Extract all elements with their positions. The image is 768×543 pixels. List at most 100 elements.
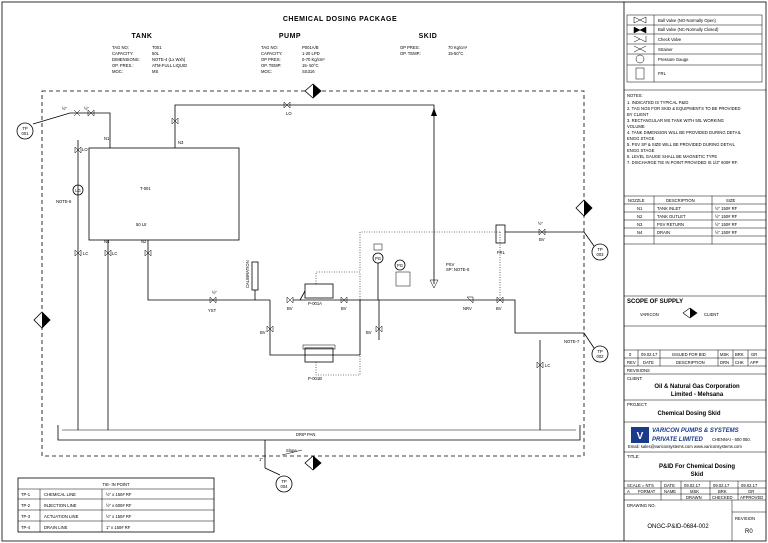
frl-icon [635,67,645,80]
revisions-label: REVISIONS [627,368,650,373]
client-label: CLIENT: [627,376,643,381]
note-line: 6. LEVEL GAUGE SHALL BE MAGNETIC TYPE [627,154,717,159]
tiein-cell: TP-3 [21,514,31,519]
ball-valve-icon [375,325,383,333]
legend-label: FRL [658,71,667,76]
note-line: BY CLIENT [627,112,649,117]
meta-cell: DRAWN [686,495,702,500]
pipe-size-label: ½" [538,221,543,226]
meta-cell: DATE [664,483,675,488]
note-line: 3. RECTANGULAR MS TANK WITH 50L WORKING [627,118,724,123]
pg-label: PG [397,263,403,268]
project-label: PROJECT: [627,402,647,407]
frl-label: FRL [497,250,506,255]
valve-bv-label: BV [341,306,347,311]
note-line: 1. INDICATED IS TYPICAL P&ID [627,100,688,105]
nozzle-cell: DRAIN [657,230,670,235]
note-line: 7. DISCHARGE TIE IN POINT PROVIDED IS 1/… [627,160,738,165]
scope-header: SCOPE OF SUPPLY [627,299,683,305]
drip-pan-label: DRIP PAN [296,432,315,437]
skid-header: SKID [419,33,438,40]
ball-valve-icon [144,249,152,257]
drawing-revision: R0 [745,529,753,535]
company-logo-letter: V [637,431,644,442]
drawing-number-label: DRAWING NO. [627,503,656,508]
nozzle-cell: ½" 150# RF [715,222,738,227]
legend-label: Ball Valve (NO-Normally Open) [658,18,716,23]
company-name-2: PRIVATE LIMITED [652,437,703,443]
ball-valve-icon [104,249,112,257]
strainer-icon [633,45,647,53]
scope-of-supply: SCOPE OF SUPPLY VARICON CLIENT [624,295,766,327]
meta-cell: CHECKED [712,495,732,500]
ball-valve-icon [340,296,348,304]
nozzle-cell: N3 [637,222,643,227]
pump-p001a [304,283,334,299]
pump-b-label: P-001B [308,376,322,381]
valve-lo-label: LO [286,111,292,116]
ball-valve-open-icon [633,16,647,24]
pump-spec-label: OP. TEMP: [261,63,282,68]
valve-bv-label: BV [539,237,545,242]
notes-section: NOTES: 1. INDICATED IS TYPICAL P&ID 2. T… [627,93,742,165]
note-line: VOLUME [627,124,645,129]
tank-spec-label: DIMENSIONS: [112,57,140,62]
tiein-cell: DRAIN LINE [44,525,68,530]
tank-spec-label: TAG NO: [112,45,129,50]
title-label: TITLE: [627,454,640,459]
injection-line [360,299,584,334]
valve-bv-label: BV [496,306,502,311]
rev-cell: MSK [720,352,729,357]
level-gauge-label: LG [75,188,81,193]
valve-lc-label: LC [545,363,550,368]
nozzle-cell: TANK OUTLET [657,214,686,219]
pulsation-dampener [373,243,383,251]
meta-cell: 09.02.17 [713,483,730,488]
psv-label: PSV [446,262,455,267]
notes-header: NOTES: [627,93,643,98]
tiein-cell: ½" x 600# RF [106,503,132,508]
svg-text:TP: TP [597,247,603,252]
skid-spec-label: OP. TEMP.: [400,51,421,56]
pipe-size-label: ½" [62,106,67,111]
nozzle-n1-label: N1 [104,136,110,141]
svg-text:003: 003 [597,252,605,257]
pump-a-label: P-001A [308,301,322,306]
drain-outlet-line [264,440,281,476]
tank-spec-value: NOTE-4 (Lx Wxh) [152,57,186,62]
tp-003-marker: TP 003 [591,243,609,261]
skid-spec-label: OP PRES: [400,45,420,50]
psv-return-line [174,104,435,284]
rev-cell: 09.02.17 [641,352,658,357]
rev-header: CHK [735,360,744,365]
svg-text:004: 004 [281,484,289,489]
nozzle-table: NOZZLE DESCRIPTION SIZE N1 TANK INLET ½"… [624,195,766,245]
tiein-cell: CHEMICAL LINE [44,492,76,497]
tank-spec-value: 50L [152,51,160,56]
pump-spec-value: 15- 50°C [302,63,319,68]
scope-diamond-icon [575,199,593,217]
legend-label: Pressure Gauge [658,57,689,62]
skid-spec-value: 15-50°C [448,51,463,56]
tiein-cell: INJECTION LINE [44,503,77,508]
scope-varicon: VARICON [640,312,659,317]
tank-spec-label: MOC: [112,69,123,74]
tank-specs: TAG NO: CAPACITY: DIMENSIONS: OP. PRES.:… [112,45,187,74]
actuation-air-line [315,272,361,376]
check-valve-icon [633,35,647,43]
pg-label: PG [375,256,381,261]
nozzle-header: NOZZLE [628,198,645,203]
company-block: V VARICON PUMPS & SYSTEMS PRIVATE LIMITE… [624,427,766,453]
meta-cell: 09.02.17 [684,483,701,488]
rev-header: REV [627,360,636,365]
level-gauge-icon [72,184,84,196]
pump-spec-label: OP PRES: [261,57,281,62]
drawing-title-2: Skid [691,472,704,478]
check-valve-icon [466,296,474,304]
nozzle-cell: ½" 150# RF [715,206,738,211]
note-line: 4. TANK DIMENSION WILL BE PROVIDED DURIN… [627,130,742,135]
suction-line [147,240,270,301]
pump-spec-value: 1-20 LPD [302,51,320,56]
diagram-title: CHEMICAL DOSING PACKAGE [283,16,397,23]
flow-arrow-icon [431,108,437,116]
